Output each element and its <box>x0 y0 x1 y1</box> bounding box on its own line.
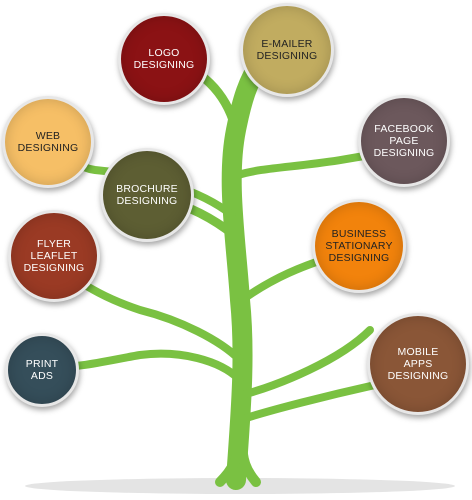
node-business-stationary-designing[interactable]: BUSINESS STATIONARY DESIGNING <box>312 199 406 293</box>
label-line: DESIGNING <box>256 50 318 62</box>
node-label: MOBILE APPS DESIGNING <box>381 346 456 382</box>
label-line: DESIGNING <box>23 262 85 274</box>
node-brochure-designing[interactable]: BROCHURE DESIGNING <box>100 148 194 242</box>
trunk <box>221 50 272 490</box>
node-mobile-apps-designing[interactable]: MOBILE APPS DESIGNING <box>367 313 469 415</box>
label-line: FACEBOOK <box>374 123 434 135</box>
node-label: PRINT ADS <box>15 358 68 382</box>
branch-mobile <box>236 326 379 424</box>
label-line: DESIGNING <box>133 59 195 71</box>
label-line: DESIGNING <box>116 195 178 207</box>
label-line: ADS <box>30 370 54 382</box>
node-print-ads[interactable]: PRINT ADS <box>5 333 79 407</box>
label-line: WEB <box>35 130 61 142</box>
label-line: APPS <box>403 358 433 370</box>
label-line: DESIGNING <box>17 142 79 154</box>
node-label: E-MAILER DESIGNING <box>253 38 322 62</box>
label-line: PAGE <box>389 135 419 147</box>
label-line: LOGO <box>148 47 180 59</box>
label-line: BROCHURE <box>116 183 178 195</box>
node-label: FACEBOOK PAGE DESIGNING <box>370 123 437 159</box>
node-label: BROCHURE DESIGNING <box>113 183 182 207</box>
trunk-base <box>215 435 261 487</box>
node-flyer-leaflet-designing[interactable]: FLYER LEAFLET DESIGNING <box>8 210 100 302</box>
label-line: LEAFLET <box>30 250 78 262</box>
node-label: BUSINESS STATIONARY DESIGNING <box>325 228 394 264</box>
node-label: FLYER LEAFLET DESIGNING <box>20 238 87 274</box>
label-line: DESIGNING <box>387 370 449 382</box>
label-line: MOBILE <box>397 346 439 358</box>
node-emailer-designing[interactable]: E-MAILER DESIGNING <box>240 3 334 97</box>
node-label: LOGO DESIGNING <box>130 47 197 71</box>
label-line: E-MAILER <box>261 38 313 50</box>
label-line: DESIGNING <box>328 252 390 264</box>
node-logo-designing[interactable]: LOGO DESIGNING <box>118 13 210 105</box>
label-line: DESIGNING <box>373 147 435 159</box>
label-line: BUSINESS <box>331 228 387 240</box>
node-web-designing[interactable]: WEB DESIGNING <box>2 96 94 188</box>
node-label: WEB DESIGNING <box>14 130 81 154</box>
label-line: FLYER <box>36 238 72 250</box>
node-facebook-page-designing[interactable]: FACEBOOK PAGE DESIGNING <box>358 95 450 187</box>
label-line: PRINT <box>25 358 59 370</box>
label-line: STATIONARY <box>325 240 393 252</box>
